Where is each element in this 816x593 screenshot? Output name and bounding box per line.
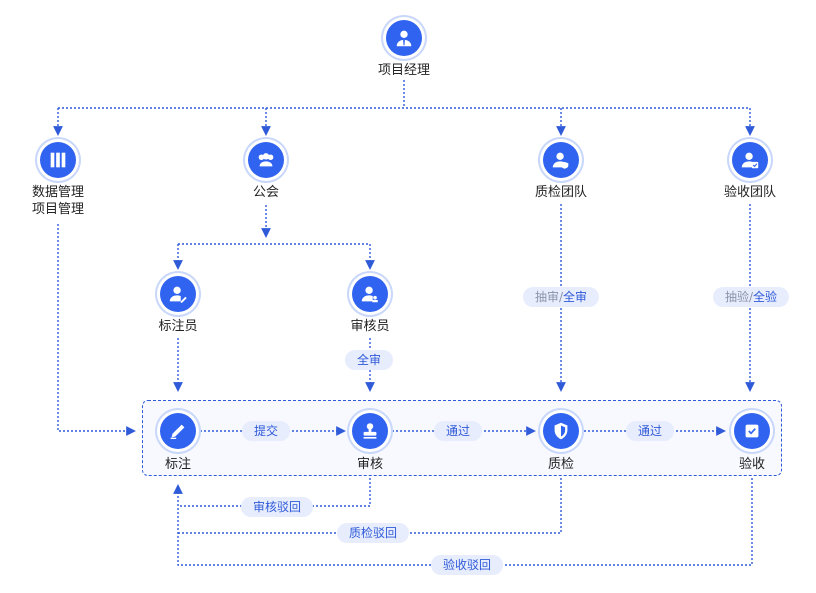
qc-scope-pill: 抽审/全审	[522, 287, 600, 307]
guild-label: 公会	[252, 185, 279, 200]
data-mgmt-label-2: 项目管理	[31, 202, 84, 217]
qc-reject-pill: 质检驳回	[336, 523, 410, 543]
review-reject-pill: 审核驳回	[240, 497, 314, 517]
reviewer-scope-pill: 全审	[344, 350, 394, 370]
qc-label: 质检	[547, 457, 574, 472]
accept-scope-muted: 抽验	[724, 290, 749, 304]
submit-pill: 提交	[241, 421, 291, 441]
shield-icon	[554, 422, 568, 440]
pencil-icon	[170, 424, 185, 440]
qc-scope-muted: 抽审	[534, 290, 559, 304]
reviewer-label: 审核员	[350, 319, 390, 334]
manager-label: 项目经理	[377, 63, 430, 78]
qc-node	[543, 413, 579, 449]
group-icon	[258, 153, 274, 167]
review-node	[352, 413, 388, 449]
stamp-icon	[363, 423, 377, 439]
qc-team-label: 质检团队	[534, 185, 587, 200]
review-label: 审核	[356, 457, 383, 472]
qc-scope-main: 全审	[563, 290, 588, 304]
annotator-label: 标注员	[158, 319, 198, 334]
annotate-label: 标注	[164, 457, 191, 472]
line-accept-reject	[173, 478, 753, 566]
accept-reject-pill: 验收驳回	[430, 555, 504, 575]
qc-team-icon	[552, 152, 569, 169]
reviewer-node	[352, 276, 388, 312]
qc-team-node	[543, 142, 579, 178]
qc-scope-sep: /	[558, 290, 564, 304]
annotator-node	[160, 276, 196, 312]
pass-pill-2: 通过	[625, 421, 675, 441]
manager-icon	[396, 30, 412, 47]
manager-node	[386, 20, 422, 56]
accept-scope-pill: 抽验/全验	[712, 287, 790, 307]
accept-team-node	[732, 142, 768, 178]
pass-pill-1: 通过	[433, 421, 483, 441]
data-mgmt-label-1: 数据管理	[31, 185, 84, 200]
check-icon	[745, 424, 759, 438]
annotator-icon	[169, 286, 187, 303]
accept-node	[734, 413, 770, 449]
line-data-mgmt-annotate	[57, 224, 136, 436]
accept-label: 验收	[738, 457, 765, 472]
accept-team-icon	[741, 152, 759, 169]
accept-team-label: 验收团队	[723, 185, 776, 200]
books-icon	[50, 152, 66, 168]
data-mgmt-node	[40, 142, 76, 178]
annotate-node	[160, 413, 196, 449]
accept-scope-sep: /	[748, 290, 754, 304]
guild-node	[248, 142, 284, 178]
reviewer-icon	[361, 286, 378, 303]
accept-scope-main: 全验	[753, 290, 778, 304]
